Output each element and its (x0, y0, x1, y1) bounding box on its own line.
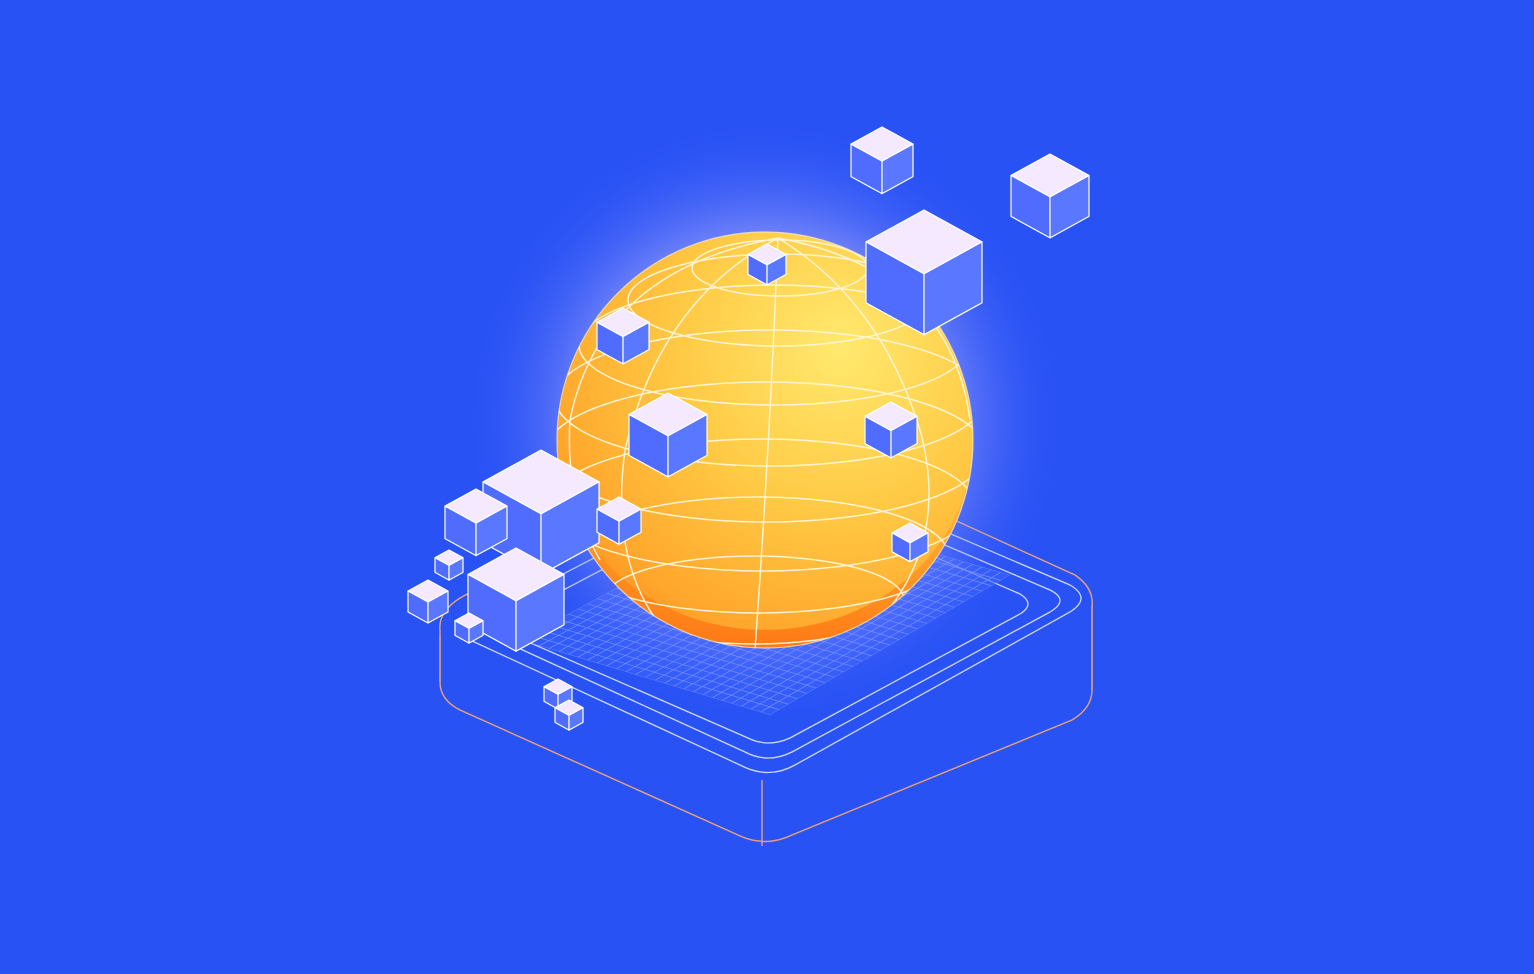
cube-right-face (618, 508, 642, 545)
cube-right-face (540, 481, 600, 576)
cube-right-face (890, 415, 918, 459)
cube-icon (747, 243, 787, 286)
cube-icon (444, 488, 508, 557)
cube-icon (596, 307, 650, 365)
cube-icon (891, 522, 929, 563)
cube-icon (1010, 153, 1090, 239)
cube-icon (434, 549, 464, 581)
cube-cluster (407, 126, 1090, 731)
cube-icon (596, 496, 642, 545)
cube-icon (467, 547, 565, 652)
cube-icon (864, 401, 918, 459)
cube-right-face (568, 707, 584, 731)
cube-right-face (1049, 174, 1090, 239)
cube-right-face (468, 620, 484, 644)
cube-right-face (766, 253, 787, 286)
cube-icon (850, 126, 914, 195)
cube-icon (865, 209, 983, 336)
cube-right-face (427, 590, 449, 624)
cube-right-face (923, 241, 983, 336)
cube-right-face (881, 143, 914, 195)
cube-icon (554, 699, 584, 731)
cube-right-face (622, 321, 650, 365)
cube-icon (454, 612, 484, 644)
cube-right-face (475, 505, 508, 557)
cube-icon (407, 579, 449, 624)
cube-right-face (448, 557, 464, 581)
cube-right-face (667, 413, 708, 478)
cube-right-face (909, 532, 929, 563)
cube-right-face (515, 573, 565, 652)
cube-icon (628, 392, 708, 478)
